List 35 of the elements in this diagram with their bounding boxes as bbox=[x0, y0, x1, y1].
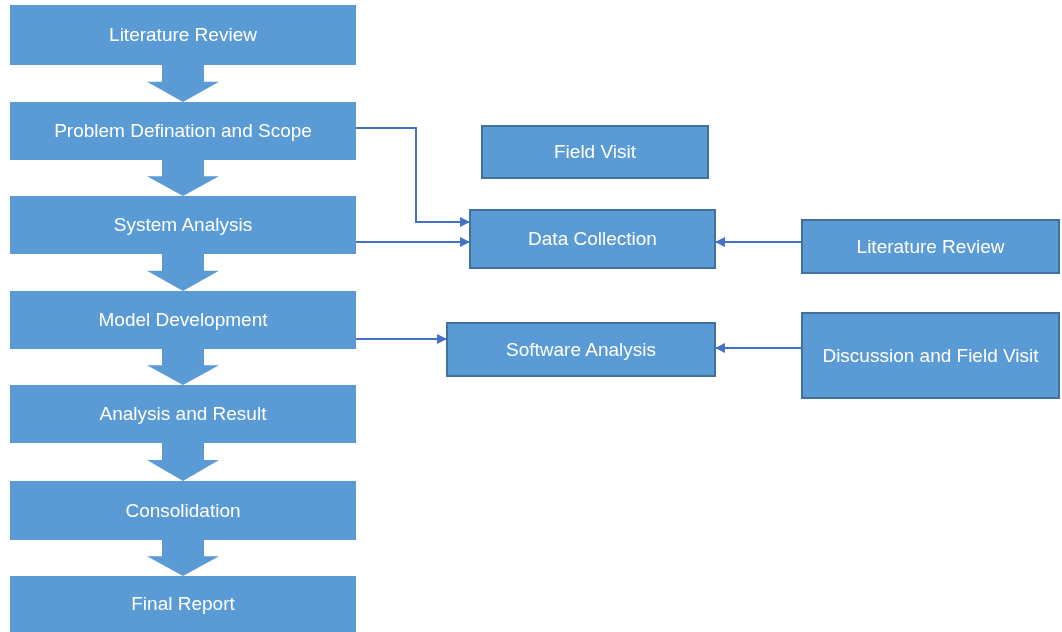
arrow bbox=[715, 343, 802, 353]
block-arrow bbox=[147, 254, 219, 291]
block-arrow bbox=[147, 160, 219, 196]
process-box bbox=[10, 576, 356, 632]
box-label: Field Visit bbox=[554, 140, 636, 164]
process-box bbox=[10, 385, 356, 443]
arrow bbox=[355, 237, 470, 247]
box-label: Consolidation bbox=[125, 498, 241, 523]
box-label: System Analysis bbox=[113, 213, 253, 237]
process-box bbox=[10, 291, 356, 349]
block-arrow bbox=[147, 540, 219, 576]
box-label: Data Collection bbox=[528, 227, 657, 251]
process-box bbox=[10, 5, 356, 65]
arrow bbox=[355, 127, 470, 227]
process-box bbox=[469, 209, 716, 269]
block-arrow bbox=[147, 349, 219, 385]
box-label: Final Report bbox=[131, 592, 235, 616]
process-box bbox=[801, 219, 1060, 274]
box-label: Problem Defination and Scope bbox=[54, 119, 312, 143]
process-box bbox=[481, 125, 709, 179]
arrow bbox=[715, 237, 802, 247]
box-label: Software Analysis bbox=[506, 337, 656, 362]
process-box bbox=[801, 312, 1060, 399]
box-label: Literature Review bbox=[109, 23, 257, 47]
process-box bbox=[446, 322, 716, 377]
box-label: Literature Review bbox=[856, 234, 1005, 259]
process-box bbox=[10, 196, 356, 254]
block-arrow bbox=[147, 443, 219, 481]
box-label: Discussion and Field Visit bbox=[822, 343, 1039, 368]
box-label: Model Development bbox=[98, 308, 268, 332]
process-box bbox=[10, 481, 356, 540]
process-box bbox=[10, 102, 356, 160]
block-arrow bbox=[147, 65, 219, 102]
box-label: Analysis and Result bbox=[99, 402, 267, 426]
arrow bbox=[355, 334, 447, 344]
